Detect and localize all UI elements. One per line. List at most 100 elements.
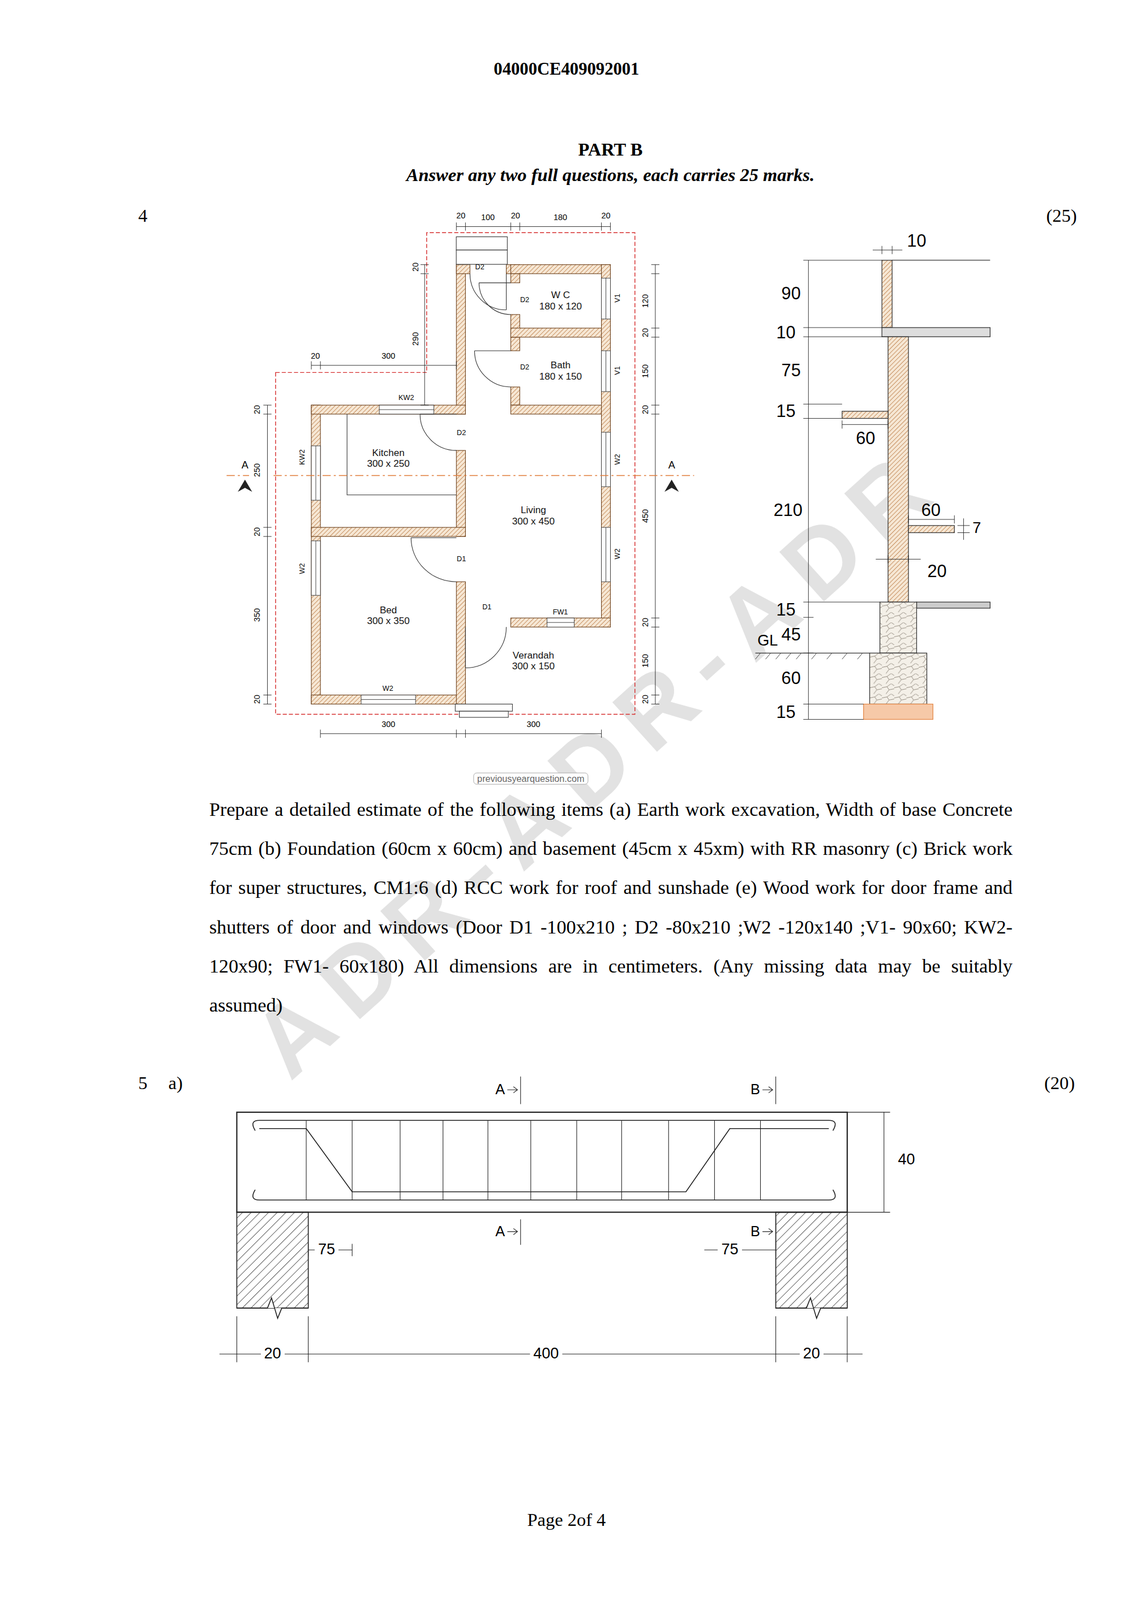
room-size: 300 x 450: [512, 516, 555, 528]
dimension-label: 10: [906, 230, 926, 251]
dimension-label: 20: [927, 561, 947, 582]
room-box: Living300 x 450: [465, 414, 602, 619]
room-size: 180 x 150: [539, 371, 582, 383]
room-name: Living: [520, 504, 547, 517]
dimension-label: 20: [410, 262, 421, 272]
door-label: D2: [475, 263, 485, 272]
room-name: Bed: [379, 605, 397, 617]
dimension-label: 20: [640, 618, 650, 628]
dimension-label: 60: [921, 500, 941, 521]
question-number: 4: [138, 206, 148, 227]
dimension-label: 250: [252, 463, 263, 478]
room-box: Verandah300 x 150: [465, 627, 602, 696]
dimension-label: 45: [781, 624, 801, 645]
walls: [311, 264, 611, 705]
wall-section: [755, 260, 991, 720]
section-dimensions: [803, 246, 970, 720]
door-label: D2: [520, 296, 530, 305]
dimension-label: 20: [252, 405, 263, 415]
dimension-label: 150: [640, 364, 650, 379]
room-name: Bath: [550, 359, 571, 372]
section-mark: A: [668, 459, 676, 472]
room-box: Bed300 x 350: [320, 536, 457, 696]
kitchen-counter: [346, 414, 457, 496]
dimension-label: 450: [640, 509, 650, 523]
dimension-label: 15: [776, 702, 796, 723]
dimension-label: 300: [381, 719, 396, 730]
paper-code: 04000CE409092001: [493, 59, 640, 80]
dimension-label: 75: [781, 360, 801, 381]
section-line: [226, 476, 694, 493]
room-box: W C180 x 120: [519, 273, 602, 329]
door-swings: [410, 273, 511, 669]
dimension-lines: [263, 222, 660, 739]
dimension-label: 40: [897, 1151, 915, 1170]
plinth-outline: [275, 232, 636, 715]
dimension-label: 75: [314, 1241, 339, 1260]
dimension-label: 20: [640, 695, 650, 705]
room-name: Verandah: [512, 650, 555, 662]
dimension-label: 150: [640, 654, 650, 668]
room-size: 300 x 150: [512, 661, 555, 673]
window-label: W2: [613, 549, 623, 560]
door-label: D1: [482, 603, 492, 612]
dimension-label: 180: [553, 212, 568, 223]
window-label: V1: [613, 366, 623, 375]
section-mark: A: [495, 1223, 505, 1241]
door-label: D2: [456, 428, 466, 437]
section-mark: B: [750, 1223, 761, 1241]
dimension-label: 75: [717, 1241, 742, 1260]
dimension-label: 20: [511, 210, 521, 221]
room-box: Bath180 x 150: [519, 337, 602, 406]
question-text: Prepare a detailed estimate of the follo…: [209, 790, 1013, 1026]
dimension-label: 60: [781, 669, 801, 689]
dimension-label: 90: [781, 284, 801, 304]
part-heading: PART B: [577, 139, 643, 161]
dimension-label: 20: [310, 351, 320, 362]
dimension-label: 20: [252, 527, 263, 537]
dimension-label: 20: [456, 210, 466, 221]
dimension-label: 100: [481, 212, 495, 223]
instruction: Answer any two full questions, each carr…: [406, 165, 815, 187]
window-label: KW2: [398, 393, 414, 403]
door-label: D2: [520, 363, 530, 372]
dimension-label: 15: [776, 401, 796, 422]
dimension-label: 290: [410, 332, 421, 346]
watermark: ADR-ADR-ADR: [230, 422, 964, 1099]
dimension-label: 120: [640, 294, 650, 308]
dimension-label: 300: [526, 719, 540, 730]
beam-dimensions: [219, 1077, 891, 1363]
windows: [311, 278, 611, 705]
room-size: 300 x 350: [367, 615, 410, 628]
dimension-label: 60: [855, 429, 876, 449]
window-label: W2: [298, 563, 307, 574]
section-mark: B: [750, 1082, 761, 1099]
dimension-label: 350: [252, 608, 263, 623]
page-number: Page 2of 4: [526, 1510, 606, 1532]
sub-question: a): [168, 1073, 183, 1095]
door-label: D1: [456, 555, 466, 564]
dimension-label: 7: [972, 520, 981, 538]
room-size: 180 x 120: [539, 301, 582, 313]
steps: [455, 237, 513, 718]
room-name: Kitchen: [372, 447, 405, 460]
dimension-label: 20: [260, 1345, 285, 1364]
beam-elevation: [236, 1112, 847, 1319]
dimension-label: 20: [252, 695, 263, 705]
marks: (25): [1046, 206, 1078, 227]
dimension-label: 210: [773, 500, 803, 521]
window-label: V1: [613, 293, 623, 303]
dimension-label: 300: [381, 351, 396, 362]
dimension-label: 400: [529, 1345, 563, 1364]
dimension-label: 15: [776, 600, 796, 621]
room-size: 300 x 250: [367, 458, 410, 470]
dimension-label: 20: [799, 1345, 824, 1364]
dimension-label: 10: [776, 322, 796, 343]
section-mark: A: [495, 1082, 505, 1099]
ground-level-label: GL: [757, 632, 778, 650]
section-mark: A: [241, 459, 249, 472]
room-name: W C: [551, 289, 570, 302]
room-box: Kitchen300 x 250: [320, 414, 457, 528]
dimension-label: 20: [640, 328, 650, 338]
dimension-label: 20: [601, 210, 611, 221]
